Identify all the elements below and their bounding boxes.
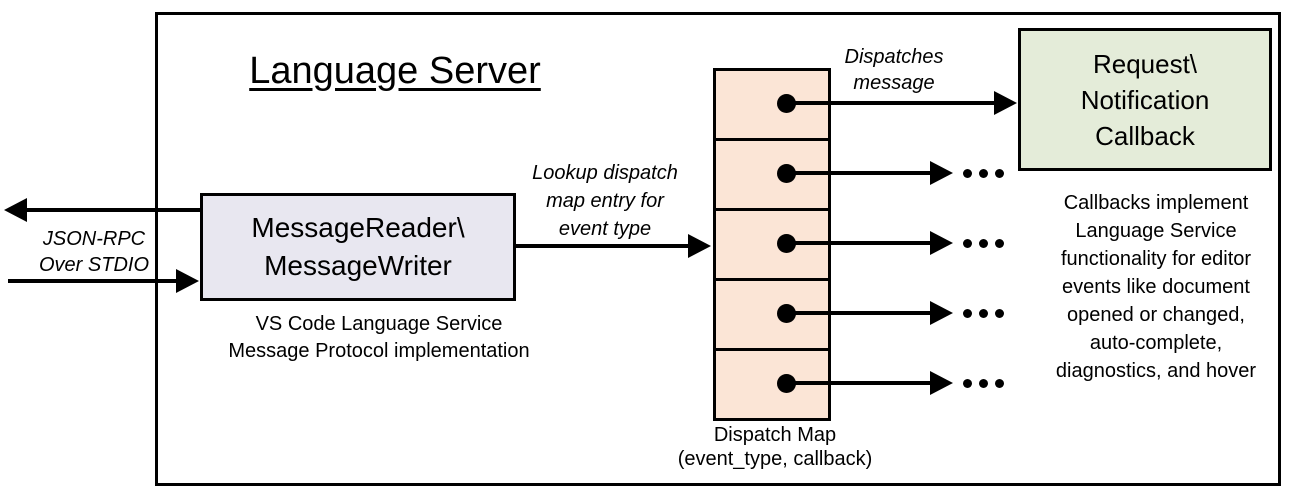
stdio-outbound-arrowhead-icon xyxy=(4,198,27,222)
ellipsis-icon-4 xyxy=(963,309,1004,318)
callbacks-note-line3: functionality for editor xyxy=(1060,248,1252,270)
stdio-label-line2: Over STDIO xyxy=(38,254,149,276)
stdio-label-line1: JSON-RPC xyxy=(42,228,146,250)
dispatch-arrow-line-4 xyxy=(786,311,932,315)
reader-box-line1: MessageReader\ xyxy=(251,212,465,243)
callbacks-note-line2: Language Service xyxy=(1075,220,1237,242)
callbacks-note: Callbacks implement Language Service fun… xyxy=(1030,189,1282,385)
stdio-outbound-arrow-line xyxy=(24,208,200,212)
message-reader-writer-node: MessageReader\ MessageWriter xyxy=(200,193,516,301)
lookup-arrowhead-icon xyxy=(688,234,711,258)
dispatch-map-caption: Dispatch Map (event_type, callback) xyxy=(655,423,895,471)
reader-caption-line1: VS Code Language Service xyxy=(255,313,503,335)
dispatch-arrowhead-icon-3 xyxy=(930,231,953,255)
callbacks-note-line4: events like document xyxy=(1062,276,1250,298)
dispatch-arrow-line-3 xyxy=(786,241,932,245)
reader-caption: VS Code Language Service Message Protoco… xyxy=(199,311,559,365)
dispatch-arrowhead-icon-4 xyxy=(930,301,953,325)
language-server-boundary-rect xyxy=(155,12,1281,486)
dispatch-arrowhead-icon-2 xyxy=(930,161,953,185)
callback-box-line2: Notification xyxy=(1080,84,1210,115)
dispatch-map-caption-line2: (event_type, callback) xyxy=(677,448,873,470)
callbacks-note-line1: Callbacks implement xyxy=(1063,192,1249,214)
dispatches-label-line1: Dispatches xyxy=(844,46,944,68)
lookup-label-line1: Lookup dispatch xyxy=(532,162,678,184)
ellipsis-icon-2 xyxy=(963,169,1004,178)
dispatch-arrowhead-icon-1 xyxy=(994,91,1017,115)
ellipsis-icon-3 xyxy=(963,239,1004,248)
stdio-inbound-arrow-line xyxy=(8,279,178,283)
lookup-arrow-line xyxy=(515,244,690,248)
dispatch-map-cell-3 xyxy=(713,208,831,281)
dispatch-arrow-line-1 xyxy=(786,101,996,105)
stdio-label: JSON-RPC Over STDIO xyxy=(14,226,174,278)
reader-box-line2: MessageWriter xyxy=(264,250,452,281)
dispatch-arrow-line-2 xyxy=(786,171,932,175)
dispatch-map-caption-line1: Dispatch Map xyxy=(713,424,837,446)
callback-box-line3: Callback xyxy=(1095,120,1195,151)
callbacks-note-line6: auto-complete, xyxy=(1089,332,1223,354)
lookup-label-line3: event type xyxy=(558,218,652,240)
callback-box-line1: Request\ xyxy=(1092,48,1198,79)
reader-caption-line2: Message Protocol implementation xyxy=(228,340,530,362)
dispatch-arrowhead-icon-5 xyxy=(930,371,953,395)
dispatch-arrow-line-5 xyxy=(786,381,932,385)
diagram-title: Language Server xyxy=(249,50,541,92)
callbacks-note-line7: diagnostics, and hover xyxy=(1055,360,1257,382)
lookup-label-line2: map entry for xyxy=(546,190,664,212)
lookup-label: Lookup dispatch map entry for event type xyxy=(515,159,695,243)
ellipsis-icon-5 xyxy=(963,379,1004,388)
callbacks-note-line5: opened or changed, xyxy=(1067,304,1245,326)
dispatches-label-line2: message xyxy=(853,72,935,94)
stdio-inbound-arrowhead-icon xyxy=(176,269,199,293)
request-notification-callback-node: Request\ Notification Callback xyxy=(1018,28,1272,171)
dispatches-message-label: Dispatches message xyxy=(833,44,955,96)
